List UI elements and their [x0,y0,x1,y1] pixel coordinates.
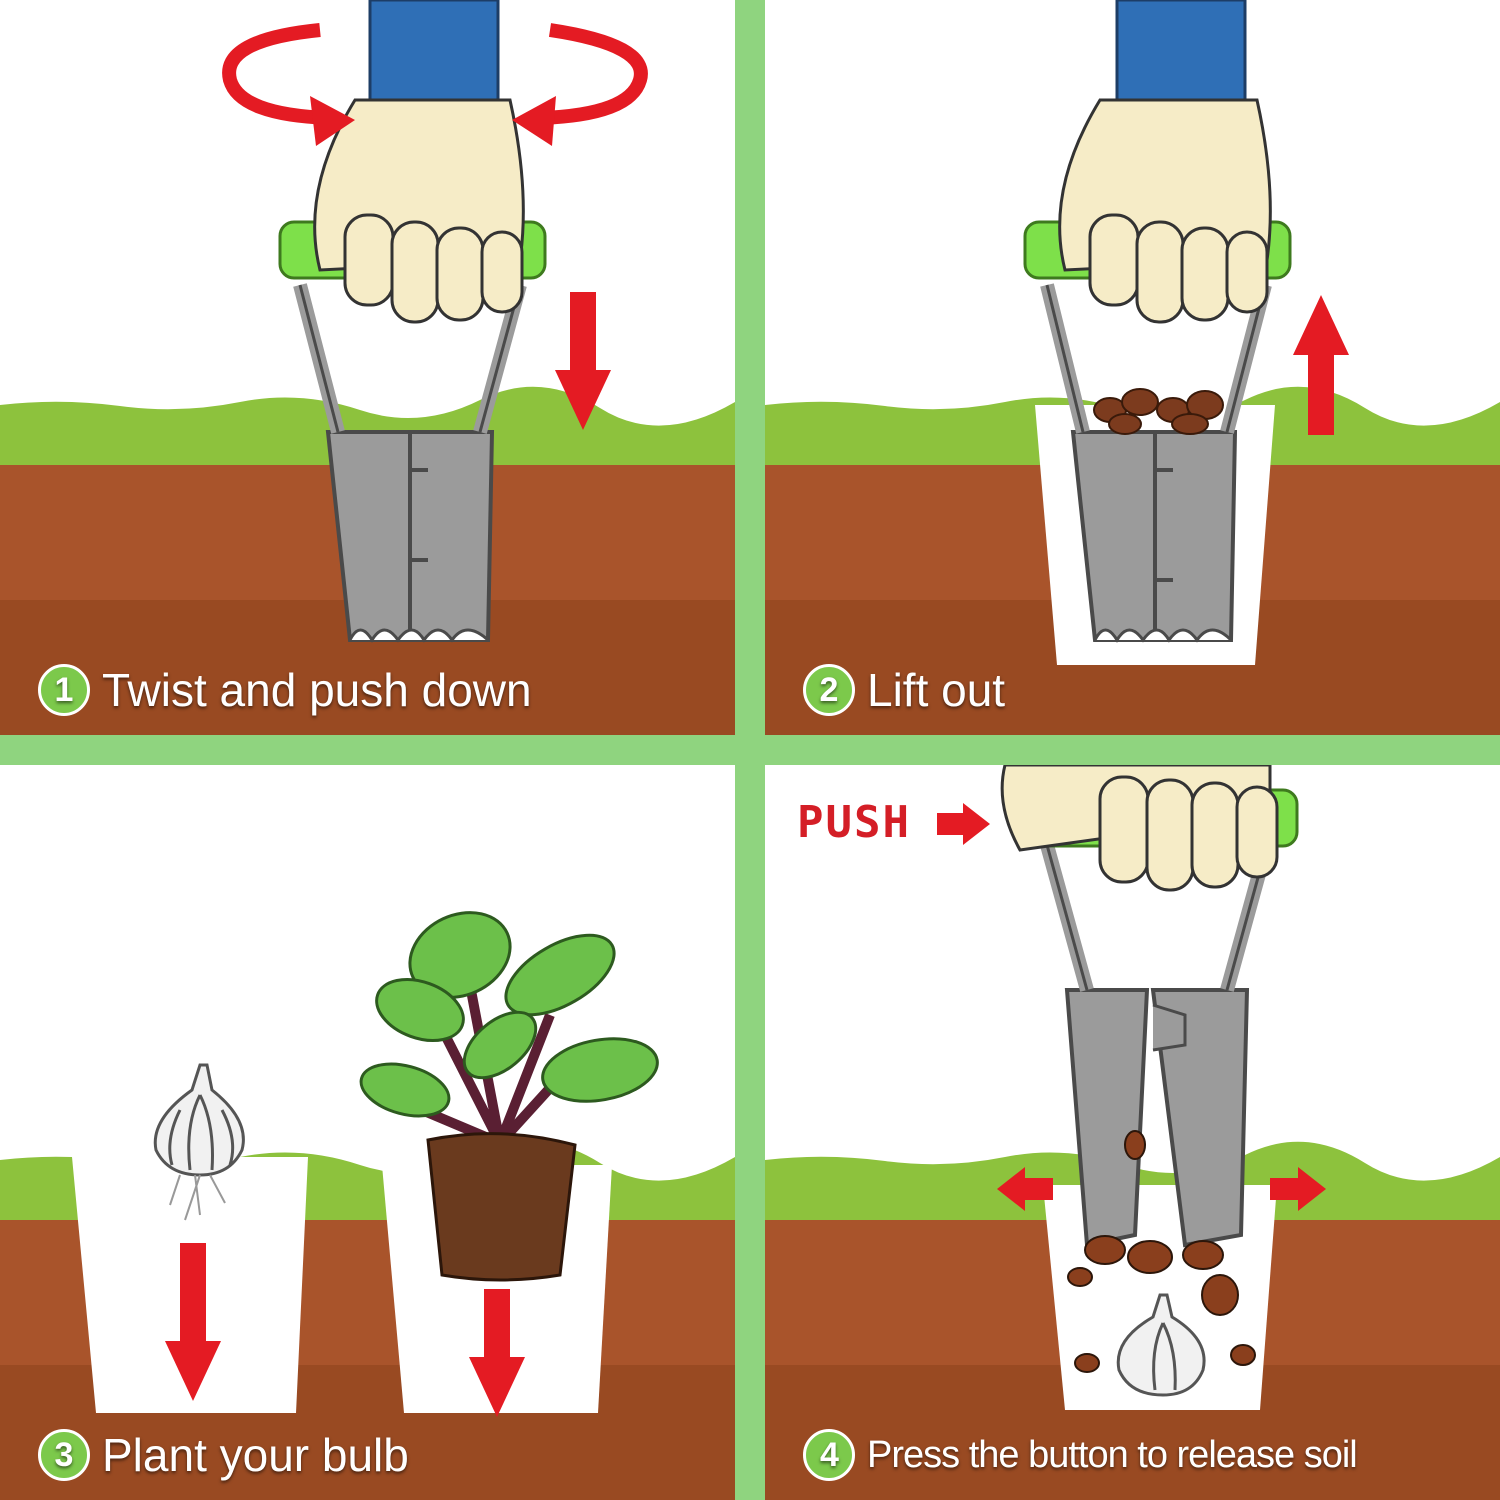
garlic-bulb-icon [1116,1293,1206,1397]
grass-strip [0,386,735,470]
step-2-number-badge: 2 [803,664,855,716]
step-2-label: Lift out [867,664,1006,716]
falling-soil-chunks [1067,1130,1256,1373]
step-3-number-badge: 3 [38,1429,90,1481]
step-3-illustration [0,911,735,1500]
garlic-bulb-icon [153,1063,245,1221]
step-panel-2: 2 Lift out [765,0,1500,735]
step-4-caption: 4 Press the button to release soil [803,1425,1358,1485]
push-arrow-icon [937,803,990,845]
step-1-illustration [0,0,735,735]
step-1-number-badge: 1 [38,664,90,716]
step-4-illustration [765,765,1500,1500]
down-arrow-right-icon [469,1289,525,1417]
step-2-caption: 2 Lift out [803,660,1005,720]
up-arrow-icon [1293,295,1349,435]
fingers [343,213,524,324]
twist-arrow-right-icon [539,23,648,125]
left-arrow-icon [997,1167,1053,1211]
step-panel-4: PUSH 4 Press the button to release soil [765,765,1500,1500]
soil-chunks [1093,388,1224,435]
step-3-label: Plant your bulb [102,1429,409,1481]
step-2-illustration [765,0,1500,735]
bulb-planter-blade-left [1064,988,1150,1248]
sleeve [368,0,500,107]
step-1-label: Twist and push down [102,664,532,716]
twist-arrow-left-icon [222,23,331,125]
right-arrow-icon [1270,1167,1326,1211]
step-panel-1: 1 Twist and push down [0,0,735,735]
down-arrow-icon [555,292,611,430]
step-3-caption: 3 Plant your bulb [38,1425,409,1485]
potted-plant-icon [359,911,659,1282]
step-1-caption: 1 Twist and push down [38,660,532,720]
push-label: PUSH [797,797,911,848]
step-panel-3: 3 Plant your bulb [0,765,735,1500]
sleeve [1115,0,1247,107]
fingers [1088,213,1269,324]
down-arrow-left-icon [165,1243,221,1401]
step-4-label: Press the button to release soil [867,1433,1358,1476]
bulb-planter-blade-right [1150,988,1250,1248]
step-4-number-badge: 4 [803,1429,855,1481]
fingers [1098,775,1279,892]
